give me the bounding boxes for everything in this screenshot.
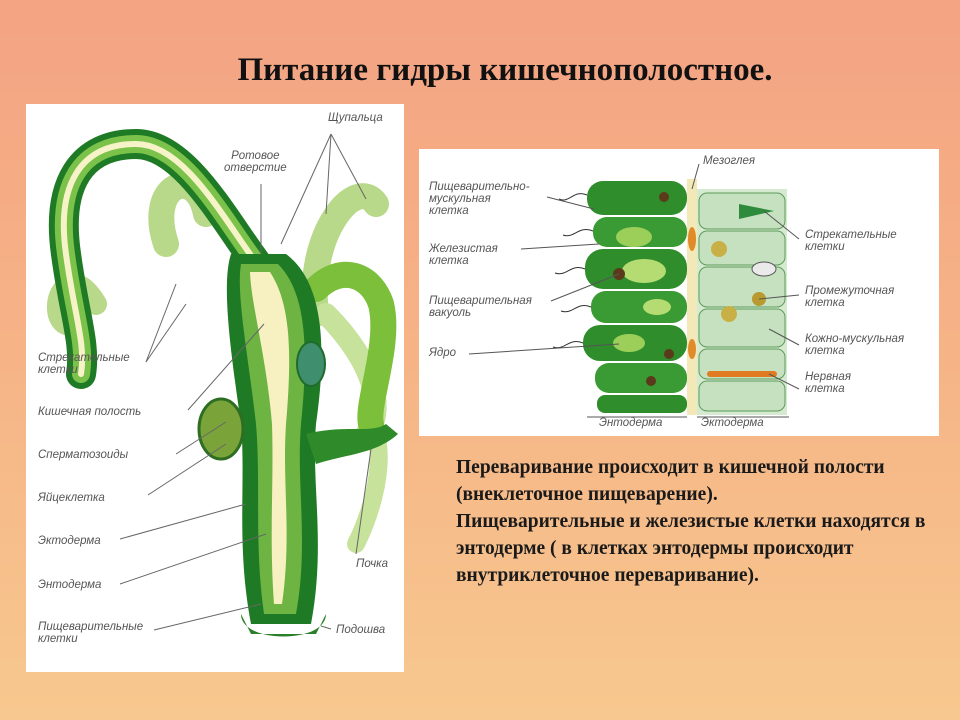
digestive-cells-label: Пищеварительные клетки (38, 621, 144, 645)
cell-layers-illustration (468, 163, 800, 418)
gut-cavity-label: Кишечная полость (38, 406, 142, 418)
mouth-label: Ротовое отверстие (224, 150, 287, 174)
endoderm-cells (583, 181, 687, 413)
digestive-vacuole-label: Пищеварительная вакуоль (429, 295, 532, 319)
description-paragraph-2: Пищеварительные и железистые клетки нахо… (456, 511, 926, 586)
stinging-cells-label: Стрекательные клетки (38, 352, 130, 376)
cell-layers-diagram: Мезоглея Пищеварительно- мускульная клет… (419, 149, 939, 436)
nucleus-label: Ядро (429, 347, 456, 359)
interstitial-cell-label: Промежуточная клетка (805, 285, 895, 309)
description-text: Переваривание происходит в кишечной поло… (456, 454, 926, 589)
tentacles-label: Щупальца (328, 112, 383, 124)
endoderm-cell-label: Энтодерма (599, 417, 663, 429)
hydra-illustration (47, 128, 398, 637)
sperm-label: Сперматозоиды (38, 449, 129, 461)
ectoderm-label: Эктодерма (38, 535, 101, 547)
gland-cell-label: Железистая клетка (429, 243, 498, 267)
digestive-muscle-cell-label: Пищеварительно- мускульная клетка (429, 181, 530, 217)
slide-title: Питание гидры кишечнополостное. (237, 52, 773, 88)
hydra-diagram: Щупальца Ротовое отверстие Стрекательные… (26, 104, 404, 672)
endoderm-label: Энтодерма (38, 579, 102, 591)
sole-label: Подошва (336, 624, 386, 636)
mesoglea-label: Мезоглея (703, 155, 756, 167)
ectoderm-cell-label: Эктодерма (701, 417, 764, 429)
description-paragraph-1: Переваривание происходит в кишечной поло… (456, 457, 885, 505)
epithelial-muscle-cell-label: Кожно-мускульная клетка (805, 333, 905, 357)
stinging-cells-cell-label: Стрекательные клетки (805, 229, 897, 253)
ectoderm-cells (697, 189, 787, 415)
egg-label: Яйцеклетка (38, 492, 105, 504)
nerve-cell-label: Нервная клетка (805, 371, 851, 395)
bud-label: Почка (356, 558, 388, 570)
